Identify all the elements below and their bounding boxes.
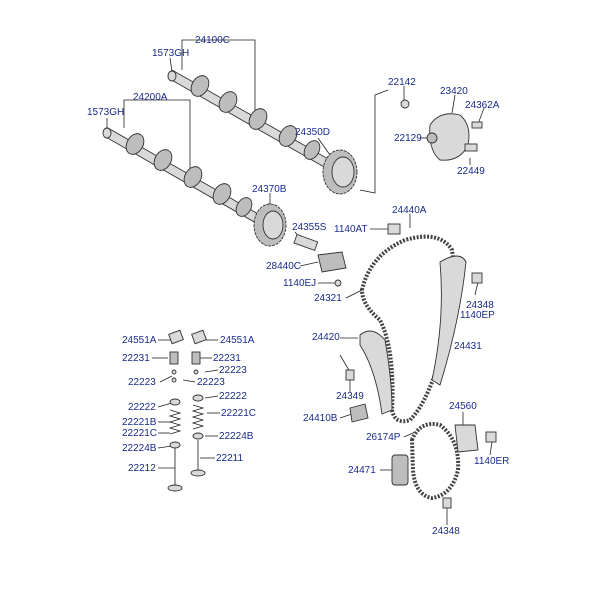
label-22211[interactable]: 22211 bbox=[216, 453, 244, 464]
label-24431[interactable]: 24431 bbox=[454, 341, 482, 352]
label-22223-middle[interactable]: 22223 bbox=[197, 377, 225, 388]
label-24100C[interactable]: 24100C bbox=[195, 35, 231, 46]
label-24551A-left[interactable]: 24551A bbox=[122, 335, 157, 346]
label-24560[interactable]: 24560 bbox=[449, 401, 477, 412]
label-24350D[interactable]: 24350D bbox=[295, 127, 331, 138]
label-22221C-left[interactable]: 22221C bbox=[122, 428, 158, 439]
label-22212[interactable]: 22212 bbox=[128, 463, 156, 474]
label-22221C-right[interactable]: 22221C bbox=[221, 408, 257, 419]
label-22221B[interactable]: 22221B bbox=[122, 417, 157, 428]
label-24440A[interactable]: 24440A bbox=[392, 205, 427, 216]
cam-cover-plate bbox=[400, 99, 483, 161]
label-22224B-right[interactable]: 22224B bbox=[219, 431, 254, 442]
label-24362A[interactable]: 24362A bbox=[465, 100, 500, 111]
label-22223-left[interactable]: 22223 bbox=[128, 377, 156, 388]
label-23420[interactable]: 23420 bbox=[440, 86, 468, 97]
label-22222-right[interactable]: 22222 bbox=[219, 391, 247, 402]
label-1140ER[interactable]: 1140ER bbox=[474, 456, 510, 467]
plug-left bbox=[102, 127, 112, 139]
label-24410B[interactable]: 24410B bbox=[303, 413, 338, 424]
chain-bolt-right bbox=[471, 272, 483, 284]
label-1140EP[interactable]: 1140EP bbox=[460, 310, 495, 321]
timing-chain bbox=[359, 234, 456, 424]
label-24349[interactable]: 24349 bbox=[336, 391, 364, 402]
chain-bolt-upper bbox=[387, 223, 401, 235]
label-22231-left[interactable]: 22231 bbox=[122, 353, 150, 364]
label-24348-bottom[interactable]: 24348 bbox=[432, 526, 460, 537]
label-24551A-right[interactable]: 24551A bbox=[220, 335, 255, 346]
valve-train-left bbox=[167, 329, 184, 492]
label-22222-left[interactable]: 22222 bbox=[128, 402, 156, 413]
label-22231-right[interactable]: 22231 bbox=[213, 353, 241, 364]
label-26174P[interactable]: 26174P bbox=[366, 432, 401, 443]
label-24200A[interactable]: 24200A bbox=[133, 92, 168, 103]
label-24471[interactable]: 24471 bbox=[348, 465, 376, 476]
camshaft-intake bbox=[103, 127, 261, 224]
plug-top bbox=[167, 70, 177, 82]
label-24420[interactable]: 24420 bbox=[312, 332, 340, 343]
camshaft-exhaust bbox=[167, 69, 331, 169]
cam-sprocket-exhaust bbox=[322, 149, 358, 195]
label-22224B-left[interactable]: 22224B bbox=[122, 443, 157, 454]
label-22129[interactable]: 22129 bbox=[394, 133, 422, 144]
chain-tensioner-arm bbox=[345, 330, 393, 423]
label-24370B[interactable]: 24370B bbox=[252, 184, 287, 195]
label-22223-right[interactable]: 22223 bbox=[219, 365, 247, 376]
label-24355S[interactable]: 24355S bbox=[292, 222, 327, 233]
cam-sprocket-intake bbox=[253, 203, 287, 247]
oil-pump-chain bbox=[391, 422, 497, 509]
label-22142[interactable]: 22142 bbox=[388, 77, 416, 88]
label-1140AT[interactable]: 1140AT bbox=[334, 224, 368, 235]
oil-control-valve bbox=[293, 233, 347, 287]
label-24321[interactable]: 24321 bbox=[314, 293, 342, 304]
label-1573GH-left[interactable]: 1573GH bbox=[87, 107, 125, 118]
label-22449[interactable]: 22449 bbox=[457, 166, 485, 177]
valve-train-right bbox=[190, 329, 207, 477]
label-24348-right[interactable]: 24348 bbox=[466, 300, 494, 311]
label-28440C[interactable]: 28440C bbox=[266, 261, 302, 272]
label-1573GH-top[interactable]: 1573GH bbox=[152, 48, 190, 59]
label-1140EJ[interactable]: 1140EJ bbox=[283, 278, 317, 289]
chain-guide-right bbox=[431, 255, 467, 386]
